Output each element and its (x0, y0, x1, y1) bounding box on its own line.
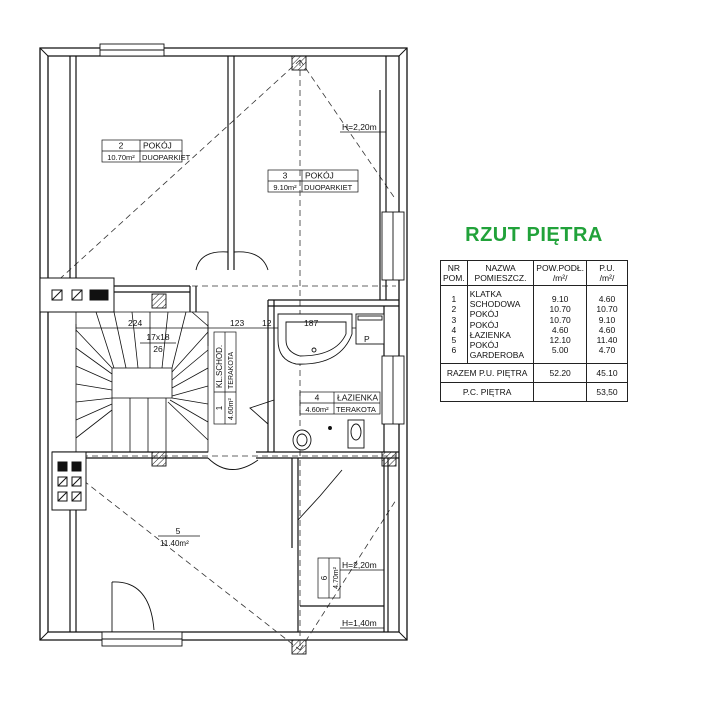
room-1-label: 1 KL.SCHOD. 4.60m² TERAKOTA (213, 331, 237, 425)
room-1-nr: 1 (215, 405, 224, 410)
room-6-area: 4.70m² (333, 566, 340, 588)
dim-224: 224 (128, 318, 142, 328)
total-pc-row: P.C. PIĘTRA 53,50 (439, 382, 628, 403)
total-pu-pow: 52.20 (533, 363, 587, 384)
height-room-6-top: H=2,20m (342, 560, 377, 570)
stair-size: 17x18 (146, 332, 169, 342)
room-1-floor: TERAKOTA (228, 351, 235, 389)
room-5-area: 11.40m² (160, 539, 189, 548)
dim-12: 12 (262, 318, 272, 328)
stair-steps: 26 (153, 344, 163, 354)
total-pc-value: 53,50 (586, 382, 628, 403)
room-4-nr: 4 (315, 393, 320, 403)
total-pu-row: RAZEM P.U. PIĘTRA 52.20 45.10 (439, 363, 628, 384)
chimneys (151, 55, 397, 655)
plan-title: RZUT PIĘTRA (465, 224, 603, 246)
total-pc-empty (533, 382, 587, 403)
interior-walls (52, 56, 399, 632)
room-2-nr: 2 (119, 141, 124, 151)
staircase (75, 311, 209, 453)
bath-mark: P (364, 334, 370, 344)
room-5-nr: 5 (176, 526, 181, 536)
windows (99, 43, 405, 647)
total-pc-label: P.C. PIĘTRA (439, 382, 535, 403)
header-name: NAZWA POMIESZCZ. (466, 260, 535, 286)
doors (111, 251, 343, 632)
room-2-floor: DUOPARKIET (142, 153, 191, 162)
room-3-floor: DUOPARKIET (304, 183, 353, 192)
total-pu-label: RAZEM P.U. PIĘTRA (439, 363, 535, 384)
dim-187: 187 (304, 318, 318, 328)
wall-corners (39, 47, 408, 641)
room-2-area: 10.70m² (107, 153, 135, 162)
room-6-nr: 6 (320, 575, 329, 580)
room-4-area: 4.60m² (305, 405, 329, 414)
room-3-label: 3 POKÓJ 9.10m² DUOPARKIET (267, 169, 359, 193)
room-2-name: POKÓJ (143, 141, 172, 151)
room-2-label: 2 POKÓJ 10.70m² DUOPARKIET (101, 139, 191, 163)
height-room-6-bottom: H=1,40m (342, 618, 377, 628)
room-3-name: POKÓJ (305, 171, 334, 181)
room-4-floor: TERAKOTA (336, 405, 376, 414)
room-5-label: 5 11.40m² (158, 526, 200, 548)
outer-walls (39, 47, 408, 641)
dim-123: 123 (230, 318, 244, 328)
room-4-label: 4 ŁAZIENKA 4.60m² TERAKOTA (299, 391, 381, 415)
bathroom-fixtures (277, 313, 385, 451)
header-pu: P.U./m²/ (586, 260, 628, 286)
ventilation-shafts (39, 277, 115, 511)
room-1-area: 4.60m² (228, 398, 235, 420)
height-lines (340, 131, 386, 629)
height-room-3: H=2,20m (342, 122, 377, 132)
room-6-label: 6 4.70m² (317, 557, 341, 599)
header-pow: POW.PODŁ./m²/ (533, 260, 587, 286)
room-4-name: ŁAZIENKA (337, 393, 378, 403)
room-3-area: 9.10m² (273, 183, 297, 192)
room-3-nr: 3 (283, 171, 288, 181)
room-1-name: KL.SCHOD. (215, 345, 224, 388)
total-pu-value: 45.10 (586, 363, 628, 384)
